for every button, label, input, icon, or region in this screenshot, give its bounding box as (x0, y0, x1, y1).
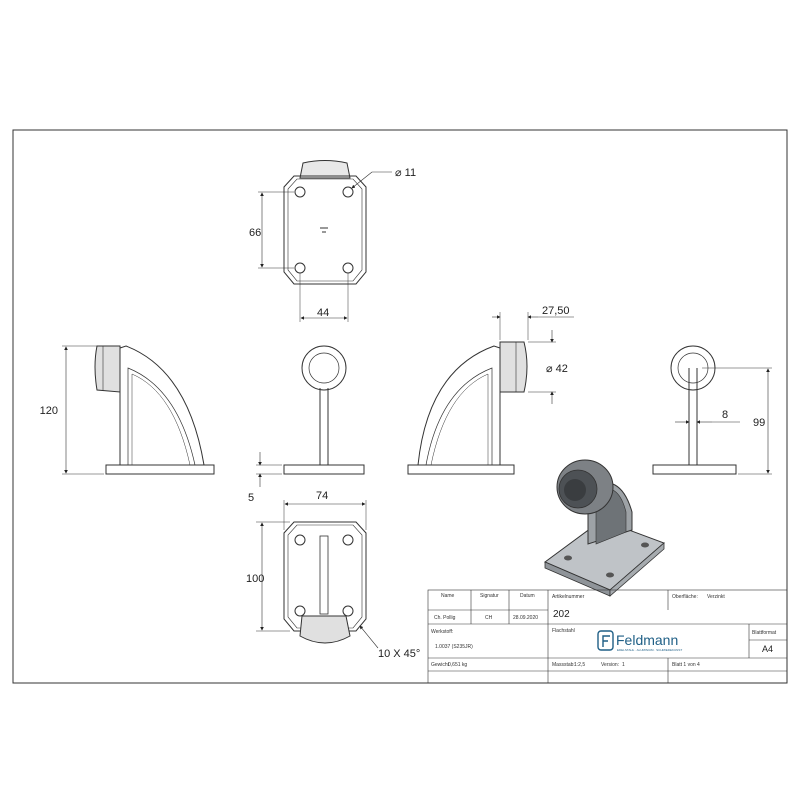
tb-label-weight: Gewicht (431, 662, 450, 668)
dim-hole-diameter: ⌀ 11 (395, 167, 416, 179)
tb-value-name: Ch. Pollig (434, 615, 456, 621)
right-side-view (407, 312, 574, 475)
logo-wordmark: Feldmann (616, 632, 678, 648)
bottom-view (256, 500, 379, 649)
title-block (427, 589, 788, 684)
rear-view (652, 345, 772, 475)
dim-plate-width: 74 (316, 490, 328, 502)
tb-value-material: 1.0037 (S235JR) (435, 644, 473, 650)
tb-value-scale: 1:2,5 (574, 662, 585, 668)
dim-bumper-offset: 27,50 (542, 305, 570, 317)
tb-value-signature: CH (485, 615, 493, 621)
tb-label-material: Werkstoff: (431, 629, 453, 635)
tb-label-signature: Signatur (480, 593, 499, 599)
tb-label-format: Blattformat (752, 630, 777, 636)
logo-subline: EDELSTAHL · ALUMINIUM · SCHMIEDEKUNST (617, 648, 682, 652)
top-view (258, 160, 392, 322)
dim-bumper-diameter: ⌀ 42 (546, 363, 568, 375)
isometric-view (544, 459, 665, 597)
tb-value-weight: 0,651 kg (448, 662, 467, 668)
tb-label-sheet: Blatt 1 von 4 (672, 662, 700, 668)
tb-label-article: Artikelnummer (552, 594, 585, 600)
dim-plate-thickness: 5 (248, 492, 254, 504)
tb-value-article: 202 (553, 609, 570, 620)
tb-label-version: Version: (601, 662, 619, 668)
dim-bar-height: 99 (753, 417, 765, 429)
dim-plate-depth: 100 (246, 573, 264, 585)
front-view (256, 345, 365, 487)
tb-label-date: Datum (520, 593, 535, 599)
tb-value-version: 1 (622, 662, 625, 668)
tb-value-date: 28.09.2020 (513, 615, 538, 621)
dim-hole-spacing-vertical: 66 (249, 227, 261, 239)
tb-label-name: Name (441, 593, 455, 599)
tb-label-scale: Massstab: (552, 662, 575, 668)
tb-label-surface: Oberfläche: (672, 594, 698, 600)
left-side-view (62, 345, 215, 475)
tb-value-format: A4 (762, 644, 773, 654)
dim-bar-thickness: 8 (722, 409, 728, 421)
dim-hole-spacing-horizontal: 44 (317, 307, 329, 319)
dim-chamfer: 10 X 45° (378, 648, 420, 660)
feldmann-logo: Feldmann EDELSTAHL · ALUMINIUM · SCHMIED… (597, 630, 682, 652)
dim-height: 120 (40, 405, 58, 417)
sheet-border (12, 129, 788, 684)
tb-value-surface: Verzinkt (707, 594, 725, 600)
tb-label-flachstahl: Flachstahl (552, 628, 575, 634)
